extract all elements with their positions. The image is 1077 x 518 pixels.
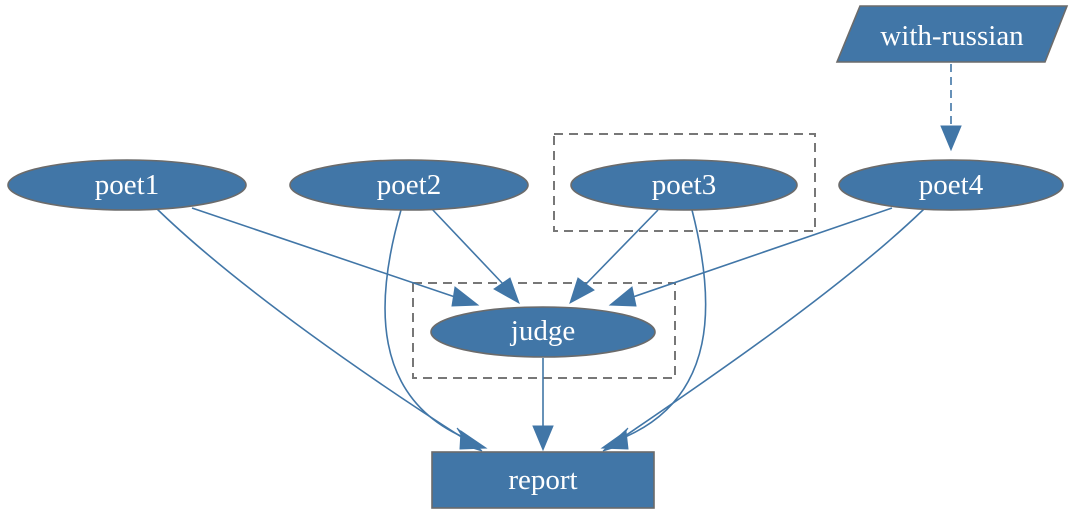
edge-poet3-to-report	[617, 209, 707, 441]
with-russian-parallelogram	[835, 5, 1069, 63]
poet4-ellipse	[838, 159, 1064, 211]
node-poet3[interactable]: poet3	[570, 159, 798, 211]
judge-ellipse	[430, 306, 656, 358]
edge-poet2-to-judge-arrowhead	[493, 277, 520, 305]
with-russian-label: with-russian	[880, 20, 1024, 52]
edge-poet3-to-judge	[584, 209, 659, 286]
edge-poet1-to-judge	[191, 207, 459, 299]
edge-poet4-to-judge-arrowhead	[608, 286, 637, 307]
edge-poet4-to-report	[621, 208, 925, 439]
node-poet4[interactable]: poet4	[838, 159, 1064, 211]
poet4-label: poet4	[919, 169, 984, 201]
node-poet1[interactable]: poet1	[7, 159, 247, 211]
poet2-ellipse	[289, 159, 529, 211]
edge-poet2-to-judge	[430, 207, 505, 286]
judge-label: judge	[510, 315, 575, 347]
poet3-label: poet3	[652, 169, 716, 201]
poet3-ellipse	[570, 159, 798, 211]
report-label: report	[508, 464, 577, 496]
edge-with-russian-to-poet4-arrowhead	[940, 125, 962, 152]
node-judge[interactable]: judge	[430, 306, 656, 358]
poet1-ellipse	[7, 159, 247, 211]
report-rectangle	[431, 451, 655, 509]
edges	[154, 64, 962, 452]
edge-poet2-to-report-arrowhead	[459, 430, 488, 450]
poet2-label: poet2	[377, 169, 441, 201]
edge-poet1-to-judge-arrowhead	[451, 286, 480, 307]
edge-poet2-to-report	[384, 209, 471, 441]
edge-poet4-to-report-arrowhead	[602, 427, 629, 452]
poet1-label: poet1	[95, 169, 159, 201]
edge-judge-to-report-arrowhead	[532, 425, 554, 452]
edge-poet4-to-judge	[629, 207, 893, 299]
node-with-russian[interactable]: with-russian	[835, 5, 1069, 63]
node-report[interactable]: report	[431, 451, 655, 509]
poet3-cluster-box	[553, 133, 816, 232]
judge-cluster-box	[412, 282, 676, 379]
node-poet2[interactable]: poet2	[289, 159, 529, 211]
edge-poet3-to-judge-arrowhead	[569, 277, 595, 305]
